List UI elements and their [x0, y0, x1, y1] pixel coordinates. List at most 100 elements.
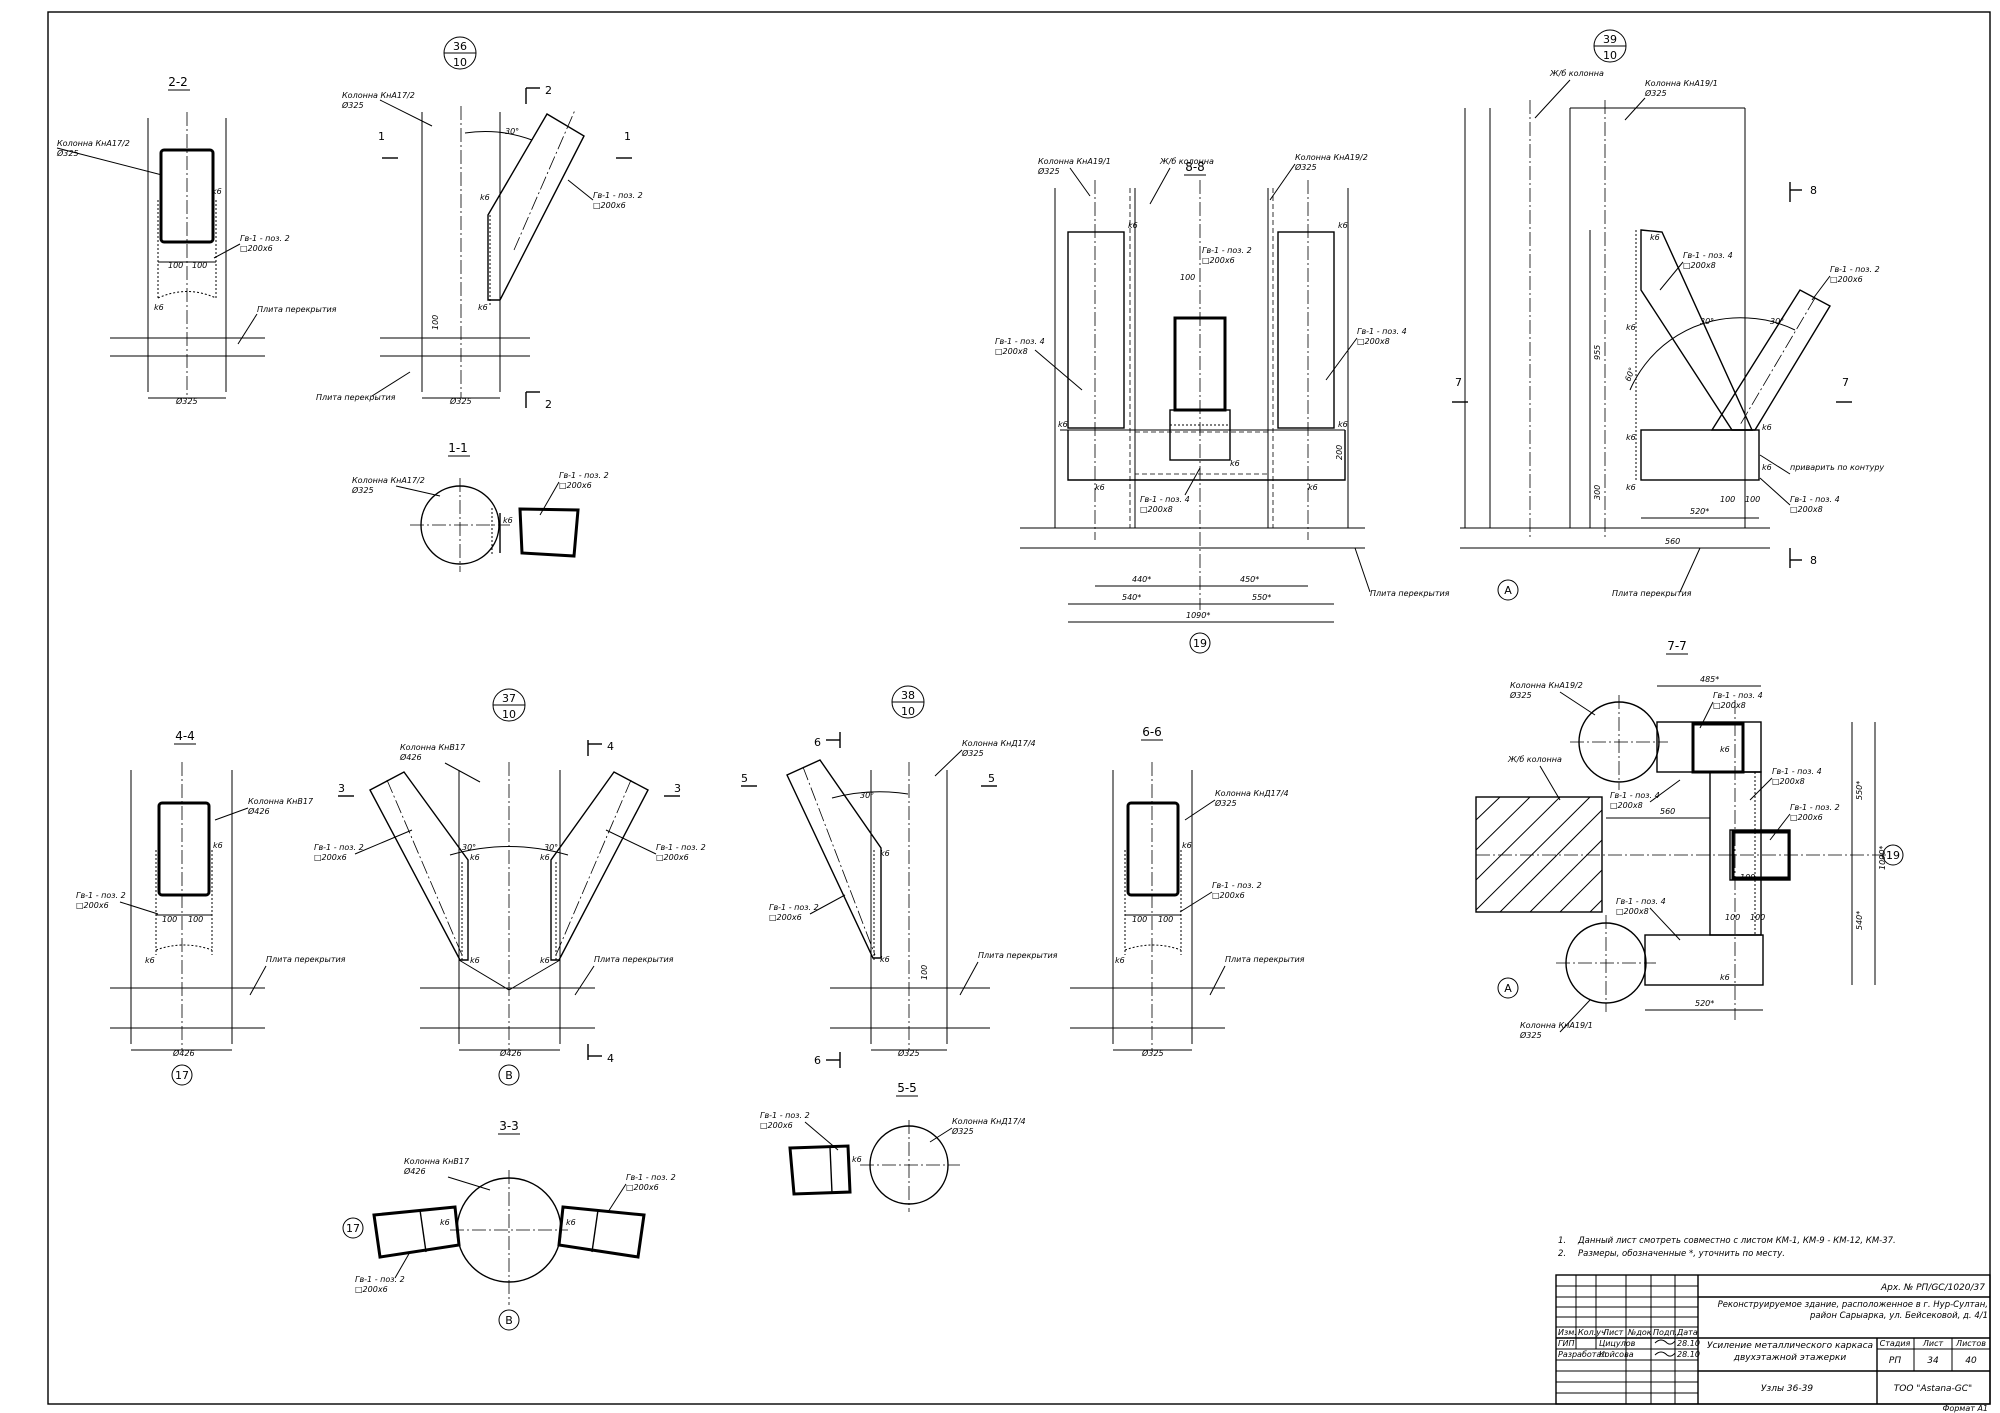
notes: 1. Данный лист смотреть совместно с лист… [1558, 1236, 1896, 1259]
column-label: Колонна КнА17/2 [352, 476, 425, 485]
dim-label: 100 [920, 965, 929, 980]
slab-label: Плита перекрытия [316, 393, 396, 402]
weld-label: k6 [880, 955, 890, 964]
member-label: Гв-1 - поз. 2 [240, 234, 290, 243]
column-label: Ø325 [1294, 162, 1317, 172]
dim-label: 550* [1252, 593, 1271, 602]
dim-label: 100 [1180, 273, 1195, 282]
member-label: □200х8 [1790, 505, 1823, 514]
node-sheet: 10 [502, 708, 516, 721]
member-label: Гв-1 - поз. 4 [1616, 897, 1666, 906]
member-label: Гв-1 - поз. 4 [1357, 327, 1407, 336]
column-label: Ø325 [341, 100, 364, 110]
section-5-5: 5-5 k6 Гв-1 - поз. 2 □200х6 Колонна КнД1… [760, 1081, 1026, 1212]
note-number: 2. [1558, 1249, 1566, 1259]
section-title: 1-1 [448, 441, 468, 455]
title-block: Изм. Кол.уч Лист №док Подп. Дата ГИП Циц… [1555, 1274, 1991, 1405]
axis-bubble: 17 [346, 1222, 360, 1235]
tb-header: Лист [1602, 1328, 1624, 1337]
weld-label: k6 [1762, 463, 1772, 472]
dim-label: Ø325 [175, 396, 198, 406]
tb-header: Изм. [1558, 1328, 1577, 1337]
member-label: □200х8 [1772, 777, 1805, 786]
dim-label: 100 [1158, 915, 1173, 924]
angle-label: 30° [1700, 317, 1714, 326]
member-label: Гв-1 - поз. 4 [1610, 791, 1660, 800]
cut-marker: 6 [814, 736, 821, 749]
member-label: Гв-1 - поз. 4 [1790, 495, 1840, 504]
weld-label: k6 [154, 303, 164, 312]
member-label: □200х8 [1616, 907, 1649, 916]
member-label: □200х6 [769, 913, 802, 922]
section-title: 2-2 [168, 75, 188, 89]
section-1-1: 1-1 k6 Колонна КнА17/2 Ø325 Гв-1 - поз. … [351, 441, 609, 572]
column-label: Колонна КнА19/2 [1510, 681, 1583, 690]
angle-label: 30° [505, 127, 519, 136]
member-label: □200х6 [240, 244, 273, 253]
cut-marker: 8 [1810, 554, 1817, 567]
sheet-frame [47, 11, 1991, 1405]
column-label: Ø426 [247, 806, 270, 816]
dim-label: 450* [1240, 575, 1259, 584]
column-label: Ø426 [399, 752, 422, 762]
note-text: Данный лист смотреть совместно с листом … [1577, 1236, 1896, 1246]
slab-label: Плита перекрытия [1225, 955, 1305, 964]
dim-label: Ø325 [1141, 1048, 1164, 1058]
member-label: Гв-1 - поз. 4 [995, 337, 1045, 346]
stage-value: РП [1889, 1356, 1901, 1366]
tb-header: Дата [1676, 1328, 1698, 1337]
member-label: □200х8 [995, 347, 1028, 356]
dim-label: 100 [1740, 873, 1755, 882]
column-label: Колонна КнВ17 [248, 797, 314, 806]
member-label: □200х6 [76, 901, 109, 910]
member-label: Гв-1 - поз. 2 [656, 843, 706, 852]
member-label: Гв-1 - поз. 2 [626, 1173, 676, 1182]
axis-bubble: 19 [1886, 849, 1900, 862]
dim-label: 560 [1665, 537, 1680, 546]
member-label: □200х8 [1713, 701, 1746, 710]
weld-label: k6 [852, 1155, 862, 1164]
dim-label: 100 [192, 261, 207, 270]
member-label: □200х6 [1202, 256, 1235, 265]
weld-label: k6 [1128, 221, 1138, 230]
dim-label: Ø325 [449, 396, 472, 406]
sheets-header: Листов [1955, 1339, 1986, 1348]
member-label: □200х8 [1357, 337, 1390, 346]
sheets-value: 40 [1965, 1356, 1977, 1366]
column-label: Ø325 [351, 485, 374, 495]
dim-label: 1090* [1186, 611, 1210, 620]
cut-marker: 2 [545, 398, 552, 411]
tb-name: Койсова [1599, 1350, 1634, 1359]
member-label: □200х6 [593, 201, 626, 210]
stage-header: Стадия [1880, 1339, 1911, 1348]
section-title: 6-6 [1142, 725, 1162, 739]
member-label: Гв-1 - поз. 4 [1772, 767, 1822, 776]
rc-column-label: Ж/б колонна [1507, 755, 1562, 764]
column-label: Колонна КнА19/2 [1295, 153, 1368, 162]
member-label: Гв-1 - поз. 2 [1202, 246, 1252, 255]
weld-label: k6 [880, 849, 890, 858]
cut-marker: 4 [607, 740, 614, 753]
member-label: □200х6 [559, 481, 592, 490]
weld-label: k6 [540, 853, 550, 862]
tb-role: ГИП [1558, 1339, 1574, 1348]
dim-label: 540* [1122, 593, 1141, 602]
axis-bubble: А [1504, 584, 1512, 597]
member-label: □200х6 [760, 1121, 793, 1130]
node-sheet: 10 [901, 705, 915, 718]
note-number: 1. [1558, 1236, 1566, 1246]
section-title: 5-5 [897, 1081, 917, 1095]
project-title: Реконструируемое здание, расположенное в… [1717, 1300, 1988, 1321]
member-label: □200х6 [1212, 891, 1245, 900]
cut-marker: 7 [1455, 376, 1462, 389]
dim-label: 100 [1720, 495, 1735, 504]
dim-label: 955 [1593, 345, 1602, 360]
rc-column-label: Ж/б колонна [1549, 69, 1604, 78]
member-label: Гв-1 - поз. 2 [314, 843, 364, 852]
slab-label: Плита перекрытия [257, 305, 337, 314]
node-38: 38 10 30° k6 k6 100 Ø325 Колонна КнД17/4… [741, 685, 1058, 1068]
member-label: □200х8 [1140, 505, 1173, 514]
weld-label: k6 [1720, 973, 1730, 982]
member-label: □200х8 [1683, 261, 1716, 270]
node-sheet: 10 [1603, 49, 1617, 62]
